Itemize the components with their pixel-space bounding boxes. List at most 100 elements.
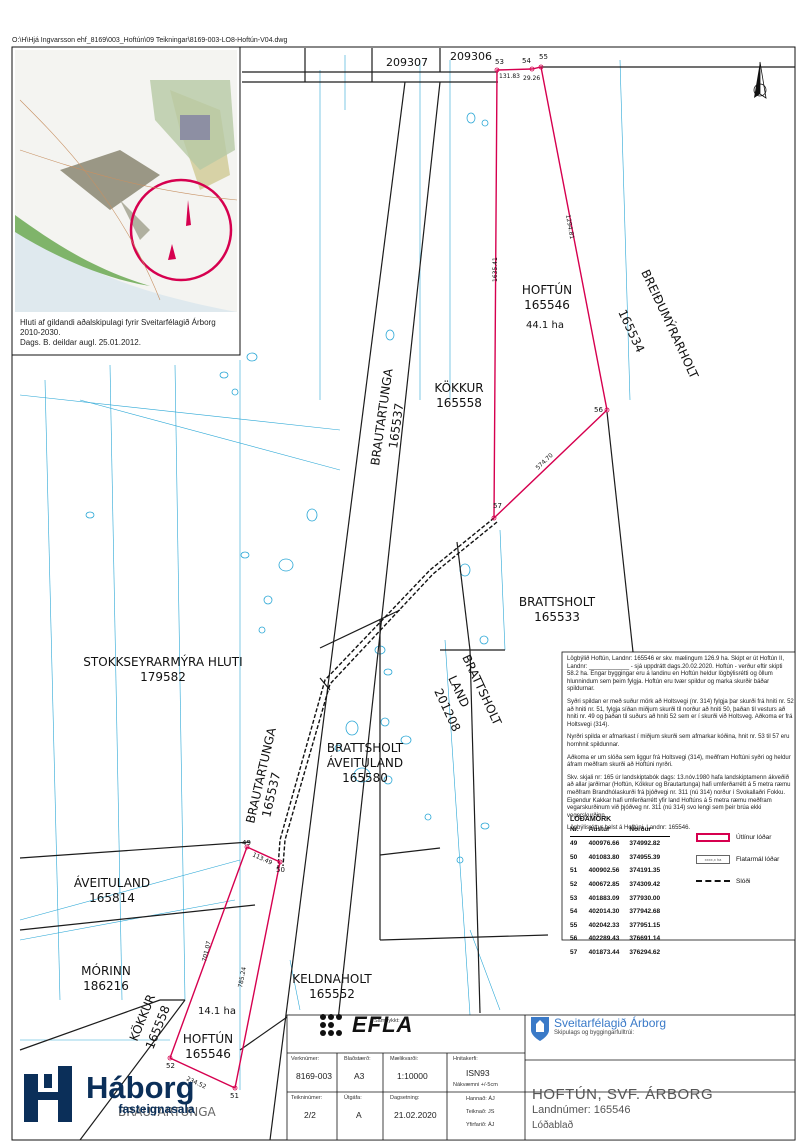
breidumyrarholt-name: BREIÐUMÝRARHOLT	[638, 267, 702, 382]
legend: Útlínur lóðar xxxx,x ha Flatarmál lóðar …	[696, 826, 779, 892]
dagsetning-value: 21.02.2020	[394, 1110, 437, 1120]
stamp-label: Sambykkt:	[374, 1018, 400, 1024]
kokkur-name: KÖKKUR	[434, 379, 483, 395]
brattsholt-aveituland-name: BRATTSHOLT	[327, 741, 404, 755]
brattsholt-aveituland-name2: ÁVEITULAND	[327, 755, 403, 770]
project-title: HOFTÚN, SVF. ÁRBORG	[532, 1086, 714, 1103]
area-swatch: xxxx,x ha	[696, 854, 730, 864]
haborg-name: Háborg	[86, 1069, 195, 1105]
hoftun-south-name: HOFTÚN	[183, 1031, 233, 1046]
label-point-52: 52	[166, 1062, 175, 1070]
hnitakerfi-label: Hnitakerfi:	[453, 1056, 478, 1062]
verknumer-label: Verknúmer:	[291, 1056, 320, 1062]
keldnaholt-name: KELDNAHOLT	[292, 972, 372, 986]
efla-mark-icon	[320, 1014, 342, 1036]
inset-caption-line-1: Hluti af gildandi aðalskipulagi fyrir Sv…	[20, 318, 216, 327]
brattsholt-id: 165533	[534, 610, 580, 624]
legend-area-label: Flatarmál lóðar	[736, 855, 780, 863]
point-53	[494, 67, 500, 73]
legend-area: xxxx,x ha Flatarmál lóðar	[696, 848, 779, 870]
dim-53-54: 131.83	[499, 73, 520, 80]
dim-50-51: 785.24	[237, 966, 248, 988]
note-4: Aðkoma er um slóða sem liggur frá Holtsv…	[567, 754, 791, 769]
municipality-crest-icon	[531, 1017, 549, 1041]
teikninumer-label: Teikninúmer:	[291, 1095, 323, 1101]
teikninumer-value: 2/2	[304, 1110, 316, 1120]
dim-49-52: 701.07	[201, 940, 213, 962]
utgafa-value: A	[356, 1110, 362, 1120]
hnitakerfi-value: ISN93	[466, 1068, 490, 1078]
point-54	[529, 66, 535, 72]
stokkseyrarmyra-name: STOKKSEYRARMÝRA HLUTI	[83, 654, 242, 669]
hoftun-north-area: 44.1 ha	[526, 320, 564, 331]
morinn-id: 186216	[83, 979, 129, 993]
aveituland-id: 165814	[89, 891, 135, 905]
morinn-name: MÓRINN	[81, 963, 131, 978]
label-point-51: 51	[230, 1092, 239, 1100]
point-56	[604, 407, 610, 413]
point-52	[167, 1055, 173, 1061]
hoftun-south-id: 165546	[185, 1047, 231, 1061]
ponds	[85, 112, 490, 864]
notes: Lögbýlið Hoftún, Landnr: 165546 er skv. …	[567, 656, 795, 838]
inset-caption-line-2: 2010-2030.	[20, 328, 61, 337]
breidumyrarholt-id: 165534	[615, 307, 647, 354]
dim-53-57: 1635.41	[492, 257, 499, 282]
note-2: Syðri spildan er með suður mörk að Holts…	[567, 698, 794, 728]
municipality-sub: Skipulags og byggingarfulltrúi:	[554, 1030, 635, 1036]
dim-55-56: 1294.81	[564, 214, 575, 240]
col-nordur: Norður	[629, 826, 671, 837]
point-57	[491, 515, 497, 521]
kokkur-id: 165558	[436, 396, 482, 410]
boundary-swatch	[696, 832, 730, 842]
utgafa-label: Útgáfa:	[344, 1095, 362, 1101]
label-point-57: 57	[493, 502, 502, 510]
road-swatch	[696, 880, 730, 882]
hoftun-north-name: HOFTÚN	[522, 282, 572, 297]
inset-caption: Hluti af gildandi aðalskipulagi fyrir Sv…	[20, 318, 240, 348]
parcel-lines	[19, 48, 795, 1141]
boundary-points	[167, 64, 610, 1091]
teiknad-value: Teiknað: JS	[466, 1109, 495, 1115]
municipality-block: Sveitarfélagið Árborg Skipulags og byggi…	[530, 1016, 666, 1042]
haborg-sub: fasteignasala	[118, 1101, 195, 1116]
inset-map	[11, 46, 241, 356]
ditches	[19, 55, 631, 1090]
brattsholt-aveituland-id: 165580	[342, 771, 388, 785]
note-3: Nyrðri spilda er afmarkast í miðjum skur…	[567, 734, 790, 748]
point-51	[232, 1085, 238, 1091]
point-50	[277, 859, 283, 865]
stokkseyrarmyra-id: 179582	[140, 670, 186, 684]
notes-box	[561, 651, 796, 941]
maelikvardi-label: Mælikvarði:	[390, 1056, 419, 1062]
legend-boundary: Útlínur lóðar	[696, 826, 779, 848]
dagsetning-label: Dagsetning:	[390, 1095, 420, 1101]
hannad-value: Hannað: ÁJ	[466, 1096, 495, 1102]
coordinate-title: LÓÐAMÖRK	[570, 816, 612, 823]
col-nr: Nr.	[570, 826, 589, 837]
keldnaholt-id: 165552	[309, 987, 355, 1001]
haborg-logo: Háborg fasteignasala	[22, 1064, 195, 1124]
nakvaemni-value: Nákvæmni +/-5cm	[453, 1082, 498, 1088]
verknumer-value: 8169-003	[296, 1071, 332, 1081]
bladstaerd-value: A3	[354, 1071, 365, 1081]
dim-54-55: 29.26	[523, 75, 540, 82]
hoftun-south-area: 14.1 ha	[198, 1006, 236, 1017]
label-point-53: 53	[495, 58, 504, 66]
hoftun-north-id: 165546	[524, 298, 570, 312]
brattsholt-name: BRATTSHOLT	[519, 595, 596, 609]
legend-road: Slóði	[696, 870, 779, 892]
plot-boundaries	[169, 66, 608, 1090]
brautartunga-id: 165537	[386, 402, 406, 449]
municipality-name: Sveitarfélagið Árborg	[554, 1016, 667, 1030]
label-point-55: 55	[539, 53, 548, 61]
haborg-h-icon	[24, 1066, 72, 1122]
